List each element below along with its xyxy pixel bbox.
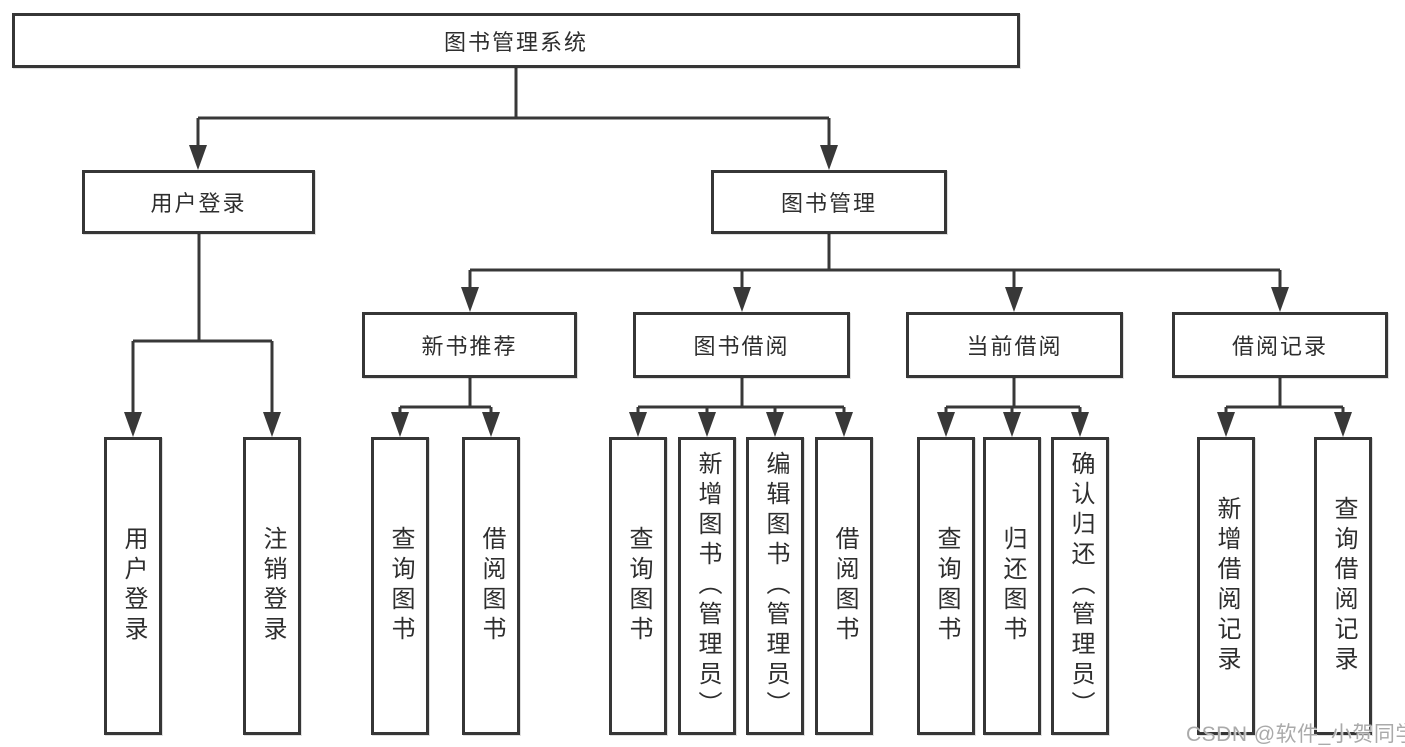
arrow-to-leaf-3 bbox=[391, 412, 409, 437]
leaf-return-book: 归还图书 bbox=[983, 437, 1041, 735]
arrow-to-leaf-8 bbox=[835, 412, 853, 437]
arrow-to-leaf-1 bbox=[124, 412, 142, 437]
arrow-to-leaf-4 bbox=[482, 412, 500, 437]
leaf-query-borrow-record: 查询借阅记录 bbox=[1314, 437, 1372, 735]
node-book-management: 图书管理 bbox=[711, 170, 947, 234]
arrow-to-leaf-7 bbox=[766, 412, 784, 437]
leaf-confirm-return-admin: 确认归还（管理员） bbox=[1051, 437, 1109, 735]
arrow-to-new-book bbox=[461, 287, 479, 312]
connector-borrow-record-to-children bbox=[1224, 377, 1345, 416]
leaf-user-login: 用户登录 bbox=[104, 437, 162, 735]
arrow-to-current-borrow bbox=[1005, 287, 1023, 312]
leaf-edit-book-admin: 编辑图书（管理员） bbox=[746, 437, 804, 735]
connector-book-borrow-to-children bbox=[636, 377, 846, 416]
arrow-to-leaf-11 bbox=[1071, 412, 1089, 437]
arrow-to-leaf-12 bbox=[1217, 412, 1235, 437]
arrow-to-leaf-13 bbox=[1334, 412, 1352, 437]
csdn-watermark: CSDN @软件_小贺同学 bbox=[1186, 723, 1405, 746]
connector-user-login-to-children bbox=[131, 233, 274, 416]
connector-current-borrow-to-children bbox=[944, 377, 1082, 416]
leaf-query-books-borrow: 查询图书 bbox=[609, 437, 667, 735]
connector-root-to-level2 bbox=[196, 68, 831, 150]
leaf-add-borrow-record: 新增借阅记录 bbox=[1197, 437, 1255, 735]
arrow-to-leaf-5 bbox=[629, 412, 647, 437]
leaf-borrow-books-recommend: 借阅图书 bbox=[462, 437, 520, 735]
node-root-library-system: 图书管理系统 bbox=[12, 13, 1020, 68]
leaf-query-books-recommend: 查询图书 bbox=[371, 437, 429, 735]
arrow-to-leaf-6 bbox=[698, 412, 716, 437]
leaf-borrow-books: 借阅图书 bbox=[815, 437, 873, 735]
arrow-to-user-login bbox=[189, 145, 207, 170]
leaf-query-books-current: 查询图书 bbox=[917, 437, 975, 735]
arrowheads bbox=[124, 145, 1352, 437]
arrow-to-leaf-9 bbox=[937, 412, 955, 437]
arrow-to-borrow-record bbox=[1271, 287, 1289, 312]
connector-book-management-to-children bbox=[468, 233, 1282, 291]
arrow-to-leaf-2 bbox=[263, 412, 281, 437]
node-current-borrow: 当前借阅 bbox=[906, 312, 1123, 378]
arrow-to-book-borrow bbox=[733, 287, 751, 312]
arrow-to-leaf-10 bbox=[1003, 412, 1021, 437]
node-borrow-record: 借阅记录 bbox=[1172, 312, 1388, 378]
arrow-to-book-management bbox=[820, 145, 838, 170]
node-user-login: 用户登录 bbox=[82, 170, 315, 234]
connector-new-book-to-children bbox=[398, 377, 493, 416]
leaf-logout: 注销登录 bbox=[243, 437, 301, 735]
node-book-borrow: 图书借阅 bbox=[633, 312, 850, 378]
node-new-book-recommend: 新书推荐 bbox=[362, 312, 577, 378]
leaf-add-book-admin: 新增图书（管理员） bbox=[678, 437, 736, 735]
